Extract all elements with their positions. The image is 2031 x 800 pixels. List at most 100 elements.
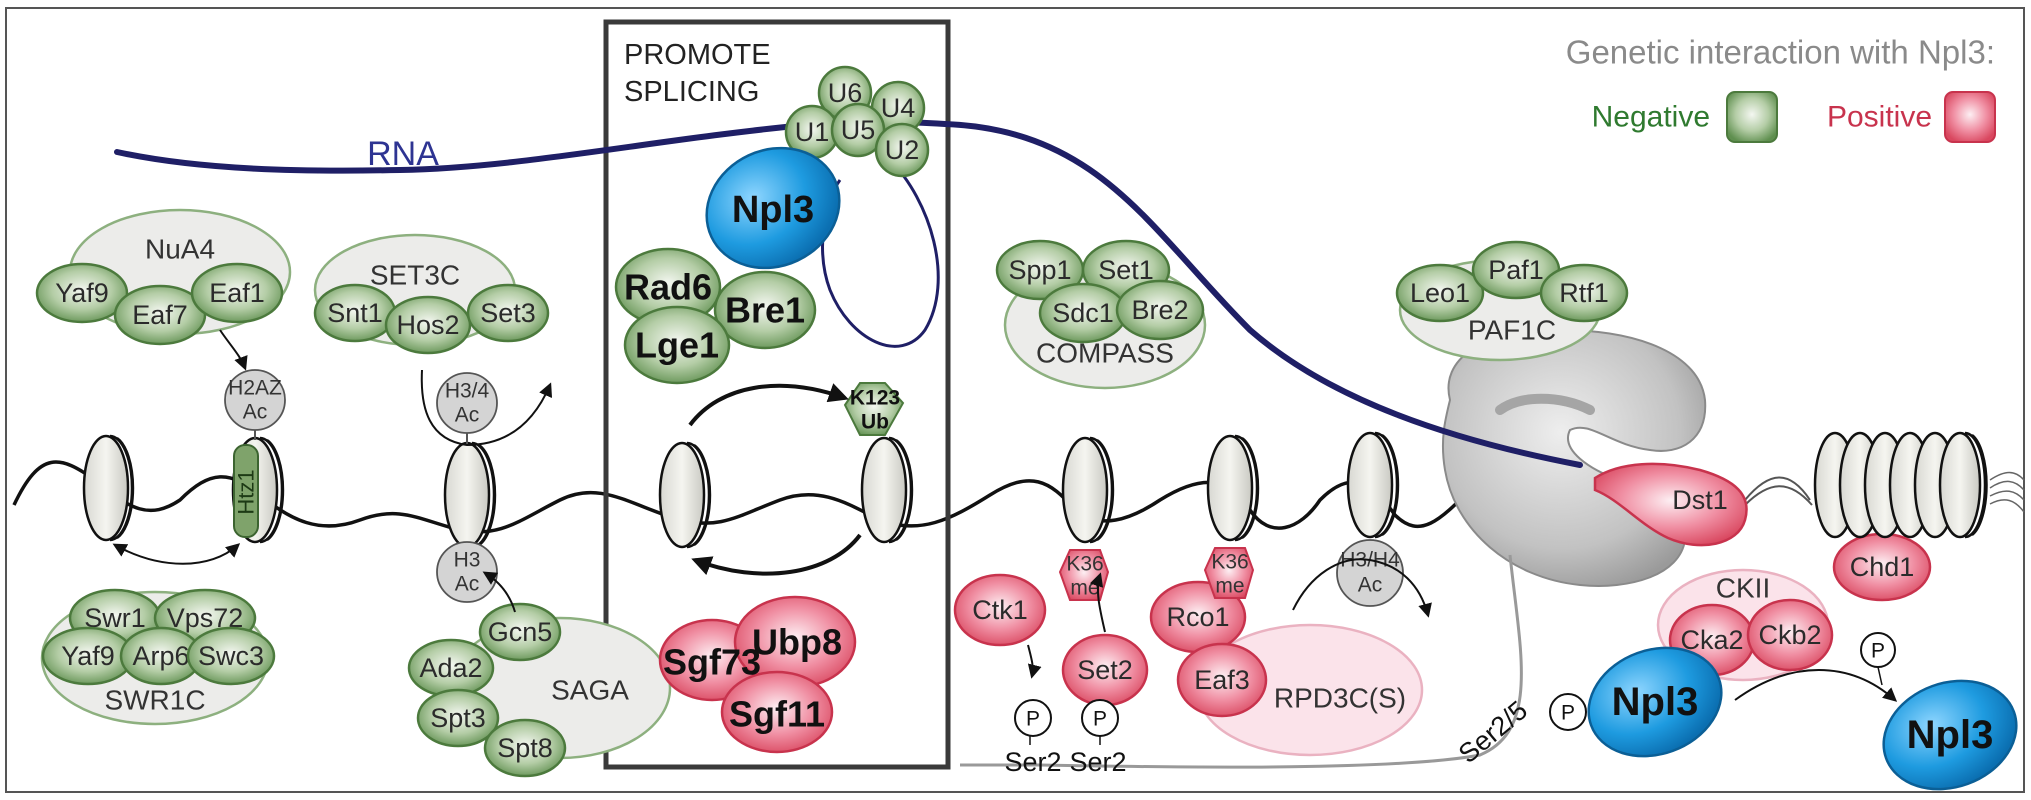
rna-polymerase-ii [1441, 328, 1707, 587]
ckb2-label: Ckb2 [1758, 620, 1821, 650]
dna-strand-end [1989, 471, 2025, 513]
phospho-ser2-a [1014, 699, 1052, 737]
eaf1-protein [190, 262, 284, 324]
k36-me-mark-2: K36 me [1203, 547, 1255, 599]
svg-text:Ac: Ac [243, 401, 268, 424]
ckii-label: CKII [1716, 573, 1770, 604]
h34-ac-mark: H3/4 Ac [436, 372, 498, 445]
k123-ub-mark: K123 Ub [843, 382, 905, 436]
set3c-label: SET3C [370, 260, 460, 291]
yaf9-swr1c-label: Yaf9 [61, 641, 115, 671]
htz1-label: Htz1 [234, 469, 259, 514]
leo1-label: Leo1 [1410, 278, 1470, 308]
svg-text:Ac: Ac [1358, 574, 1383, 597]
ser25-label: Ser2/5 [1453, 695, 1533, 769]
arrow-nua4-to-h2az [219, 329, 248, 371]
snrnp-u1-label: U1 [795, 117, 830, 147]
eaf3-label: Eaf3 [1194, 665, 1250, 695]
npl3-a-label: Npl3 [1612, 680, 1699, 724]
svg-text:K123: K123 [850, 387, 900, 410]
hos2-protein [384, 295, 472, 355]
legend: Genetic interaction with Npl3: Negative … [1566, 34, 1996, 143]
eaf7-label: Eaf7 [132, 300, 188, 330]
legend-positive-swatch [1944, 91, 1996, 143]
sdc1-label: Sdc1 [1052, 298, 1114, 328]
swc3-protein [186, 626, 276, 686]
rco1-label: Rco1 [1166, 602, 1229, 632]
arrow-ctk1-phospho [1027, 644, 1042, 679]
pol-ii-ctd-tail [960, 554, 1523, 769]
box-title-line2: SPLICING [624, 76, 759, 108]
box-title-line1: PROMOTE [624, 39, 771, 71]
arrow-rpd3c-deacetylation [1292, 558, 1432, 618]
npl3-protein-b [1882, 679, 2018, 791]
h3-ac-mark: H3 Ac [436, 541, 498, 603]
rtf1-label: Rtf1 [1559, 278, 1609, 308]
spt3-label: Spt3 [430, 703, 486, 733]
saga-complex: SAGA Gcn5 Ada2 Spt3 Spt8 [407, 602, 672, 778]
swr1c-complex: SWR1C Swr1 Vps72 Yaf9 Arp6 Swc3 [40, 588, 276, 726]
swr1c-label: SWR1C [104, 685, 205, 716]
saga-dub-module: Sgf73 Ubp8 Sgf11 [658, 595, 857, 754]
phospho-ser25 [1549, 693, 1587, 731]
ckb2-protein [1746, 598, 1834, 672]
snrnp-u5-label: U5 [841, 115, 876, 145]
ser2-b-label: Ser2 [1069, 747, 1126, 777]
dst1-protein [1593, 462, 1748, 547]
bre1-label: Bre1 [725, 290, 805, 331]
nucleosome-7 [1206, 434, 1260, 542]
spt3-protein [416, 688, 500, 748]
svg-text:me: me [1215, 575, 1244, 598]
yaf9-nua4 [35, 262, 129, 324]
lge1-label: Lge1 [635, 325, 719, 366]
svg-text:Ub: Ub [861, 411, 889, 434]
svg-text:me: me [1070, 577, 1099, 600]
bre1-protein [713, 270, 817, 350]
cka2-label: Cka2 [1680, 625, 1743, 655]
phospho-npl3-label: P [1871, 640, 1885, 663]
compass-complex: COMPASS Spp1 Set1 Sdc1 Bre2 [995, 239, 1207, 390]
k36-me-mark-1: K36 me [1058, 549, 1110, 601]
rad6-bre1-lge1: Rad6 Bre1 Lge1 [614, 247, 817, 385]
yaf9-nua4-label: Yaf9 [55, 278, 109, 308]
arrow-deubiquitination [691, 533, 862, 576]
rna-label: RNA [367, 135, 439, 173]
outer-frame [5, 7, 2025, 793]
npl3-phospho-arrow [1734, 669, 1898, 702]
rpd3c-label: RPD3C(S) [1274, 683, 1406, 714]
promote-splicing-box [603, 19, 951, 770]
phospho-ser2-b [1081, 699, 1119, 737]
svg-text:Ac: Ac [455, 573, 480, 596]
nucleosome-4 [658, 441, 712, 549]
snrnp-u2-label: U2 [885, 135, 920, 165]
paf1-label: Paf1 [1488, 255, 1544, 285]
bre2-label: Bre2 [1131, 295, 1188, 325]
phospho-ser2-a-label: P [1026, 708, 1040, 731]
nua4-label: NuA4 [145, 234, 215, 265]
ada2-label: Ada2 [419, 653, 482, 683]
ser2-a-label: Ser2 [1004, 747, 1061, 777]
spt8-protein [483, 718, 567, 778]
npl3-box-protein [705, 146, 841, 270]
phospho-npl3-stem [1877, 666, 1883, 686]
paf1c-label: PAF1C [1468, 315, 1556, 346]
nucleosome-2: Htz1 [231, 436, 285, 544]
paf1c-complex: PAF1C Leo1 Paf1 Rtf1 [1395, 240, 1629, 362]
legend-positive-label: Positive [1827, 101, 1932, 134]
legend-title: Genetic interaction with Npl3: [1566, 34, 1995, 71]
set3-protein [466, 283, 550, 343]
h2az-ac-mark: H2AZ Ac [224, 369, 286, 440]
dst1-label: Dst1 [1672, 485, 1728, 515]
dna-strand-downstream [1744, 476, 1813, 506]
snrnp-u4-label: U4 [881, 93, 916, 123]
ubp8-label: Ubp8 [752, 622, 842, 663]
nucleosome-3 [443, 441, 497, 549]
svg-text:H3: H3 [454, 549, 481, 572]
set1-label: Set1 [1098, 255, 1154, 285]
nucleosome-1 [82, 434, 135, 542]
set2-label: Set2 [1077, 655, 1133, 685]
npl3-protein-a [1587, 646, 1723, 758]
npl3-b-label: Npl3 [1907, 713, 1994, 757]
legend-negative-label: Negative [1592, 101, 1710, 134]
